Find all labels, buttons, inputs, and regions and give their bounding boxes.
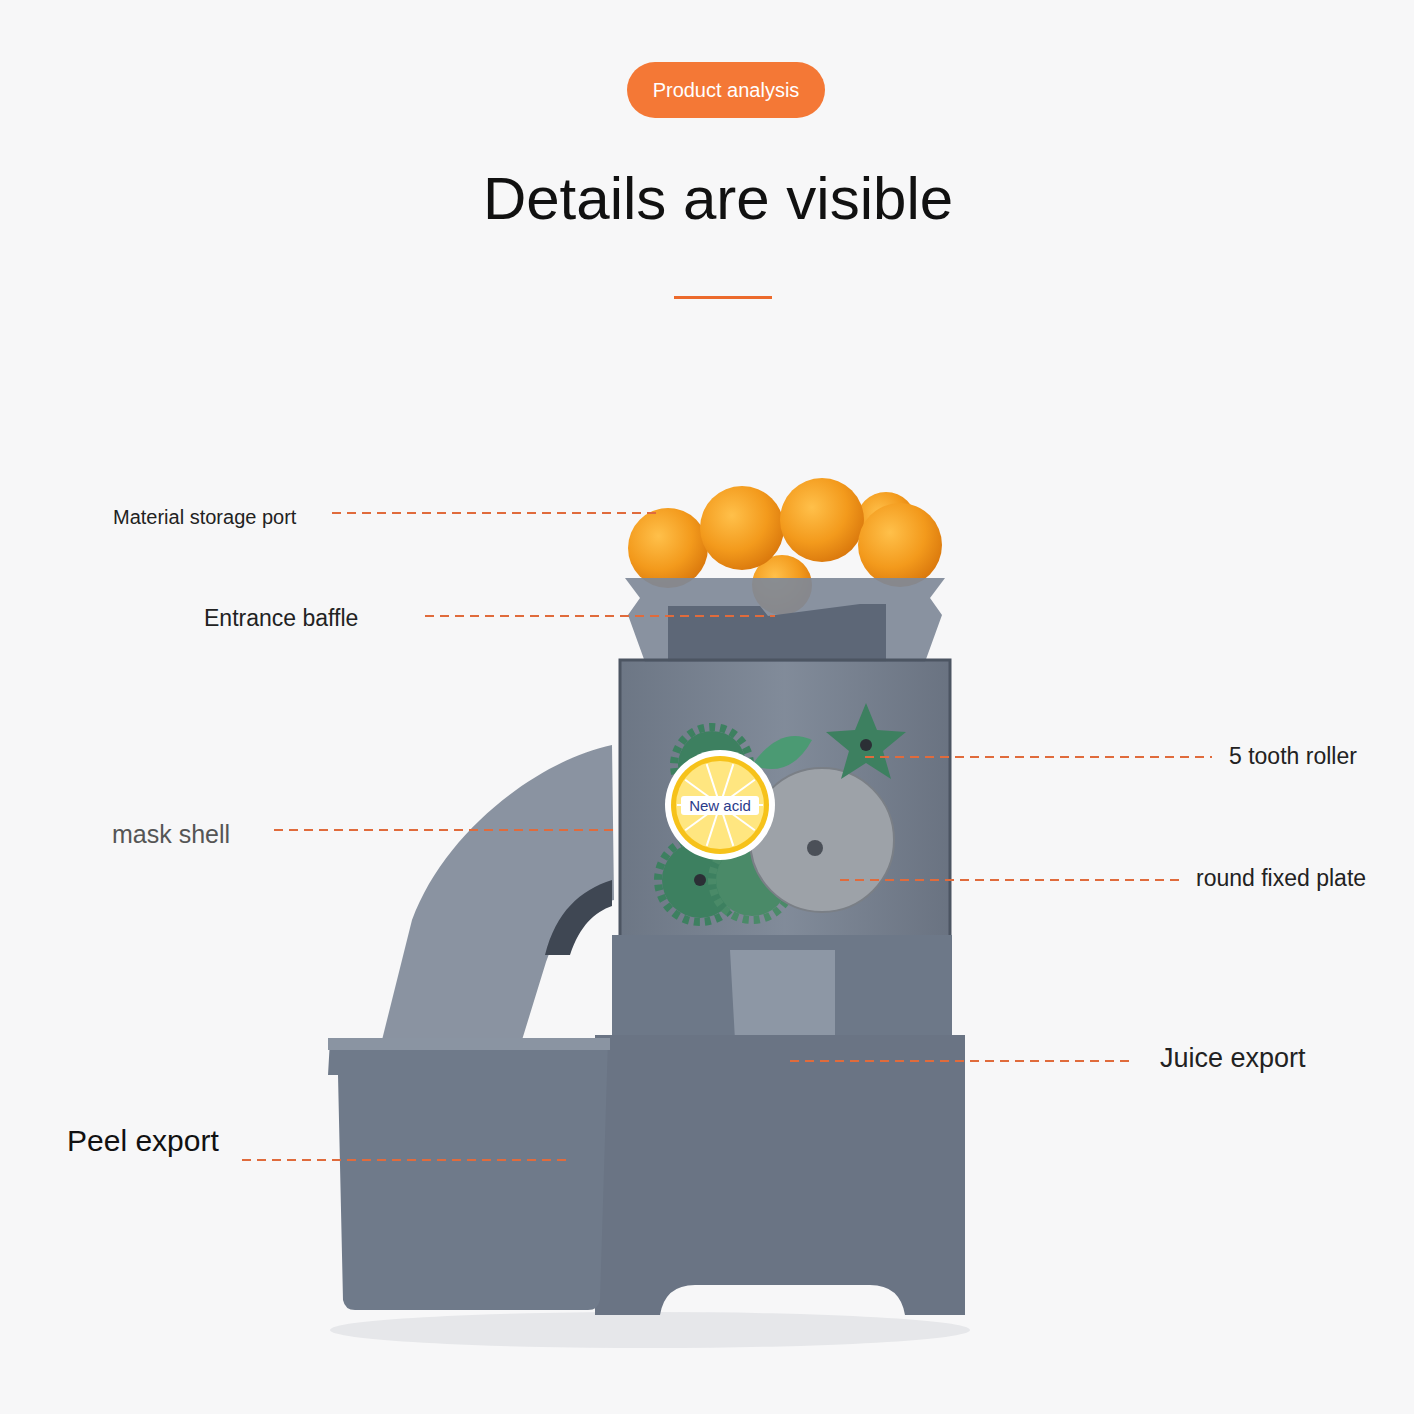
plate-hub (807, 840, 823, 856)
part-label: Entrance baffle (204, 605, 358, 631)
part-label: Peel export (67, 1124, 219, 1159)
sticker-rim (665, 750, 775, 860)
part-label: Material storage port (113, 506, 296, 529)
part-label: round fixed plate (1196, 865, 1366, 891)
orange (858, 503, 942, 587)
title-underline (674, 296, 772, 299)
leader-line (790, 1060, 1134, 1062)
floor-shadow (330, 1312, 970, 1348)
transparent-cover (620, 660, 950, 950)
axle (694, 874, 706, 886)
sticker-text: New acid (681, 796, 759, 815)
page-title: Details are visible (483, 164, 953, 233)
lemon-peel (671, 756, 769, 854)
leader-line (840, 879, 1182, 881)
leaf (752, 736, 812, 769)
orange (700, 486, 784, 570)
hopper (625, 578, 945, 662)
mask-shell (382, 745, 614, 1040)
lemon-sticker: New acid (664, 749, 776, 861)
cover-frame (620, 660, 950, 950)
leader-line (274, 829, 615, 831)
badge-text: Product analysis (653, 79, 800, 102)
five-tooth-roller (826, 703, 906, 779)
chute-opening (545, 880, 612, 955)
leader-line (332, 512, 660, 514)
bin-rim (328, 1038, 610, 1050)
entrance-baffle (668, 604, 886, 662)
orange (780, 478, 864, 562)
lemon-flesh (676, 761, 764, 849)
orange (628, 508, 708, 588)
part-label: Juice export (1160, 1043, 1306, 1074)
leader-line (242, 1159, 568, 1161)
peel-bin (328, 1040, 608, 1310)
leader-line (865, 756, 1212, 758)
axle (860, 739, 872, 751)
section-badge: Product analysis (627, 62, 826, 118)
machine-base (595, 1035, 965, 1315)
leader-line (425, 615, 775, 617)
part-label: mask shell (112, 820, 230, 849)
part-label: 5 tooth roller (1229, 743, 1357, 769)
